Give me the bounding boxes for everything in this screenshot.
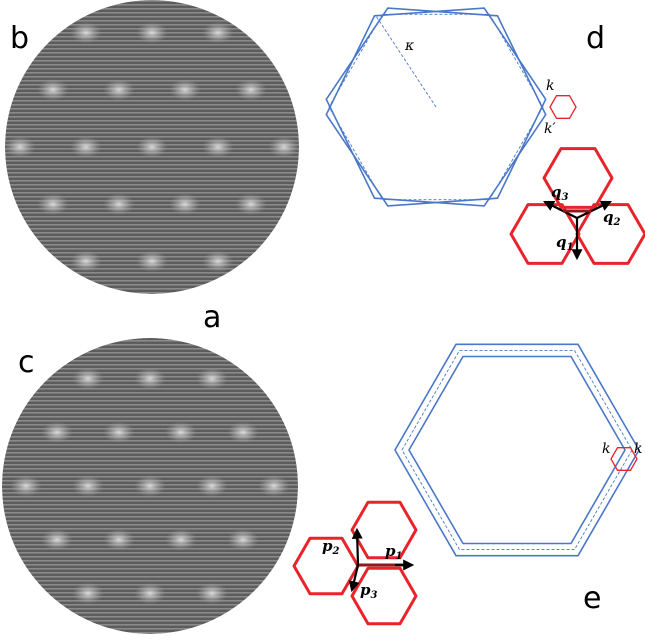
moire-bright-spot [103,193,135,216]
moire-bright-spot [41,528,73,551]
moire-zone-cluster-p: p2 p1 p3 [292,500,418,626]
moire-bright-spot [72,367,104,390]
moire-bright-spot [196,367,228,390]
moire-bright-spot [103,78,135,101]
moire-bright-spot [202,21,234,44]
moire-zone-top [542,147,614,209]
moire-zone-p-left [292,536,360,596]
p3-arrow [348,564,360,593]
twisted-brillouin-zones: κ k k′ [325,7,577,207]
moire-bright-spot [169,193,201,216]
moire-bright-spot [196,582,228,605]
moire-bright-spot [70,21,102,44]
panel-label-b: b [10,21,29,56]
moire-bright-spot [136,21,168,44]
moire-zone-left [509,203,581,265]
moire-bright-spot [202,250,234,273]
p2-arrow [351,527,363,566]
moire-bright-spot [235,193,267,216]
moire-bright-spot [103,528,135,551]
moire-bright-spot [227,528,259,551]
brillouin-zone-layer-1 [325,7,547,207]
moire-bright-spot [165,528,197,551]
q2-label: q2 [603,208,621,228]
panel-label-c: c [18,345,35,380]
q3-arrow [543,201,578,219]
moire-bright-spot [10,475,42,497]
moire-bright-spot [136,250,168,273]
moire-bright-spot [134,475,166,497]
moire-bright-spot [70,250,102,273]
brillouin-zone-outer [394,343,640,557]
panel-label-d: d [586,21,605,56]
q2-arrow [576,200,612,219]
moire-bright-spot [165,421,197,444]
brillouin-zone-middle [401,349,633,551]
q3-label: q3 [551,183,569,203]
moire-zone-p-bottom [350,566,418,626]
moire-bright-spot [169,78,201,101]
panel-label-a: a [203,300,221,335]
k-prime-label-d: k′ [544,121,556,137]
moire-bright-spot [70,136,102,158]
kappa-label: κ [404,38,414,54]
moire-bright-spot [196,475,228,497]
moire-bright-spot [258,475,290,497]
moire-zone-small-e [610,447,638,471]
moire-pattern-c [2,338,298,634]
brillouin-zone-layer-2 [325,7,547,207]
moire-bright-spot [136,136,168,158]
k-label-d: k [546,78,554,94]
moire-bright-spot [37,78,69,101]
moire-bright-spot [202,136,234,158]
moire-bright-spot [134,582,166,605]
p1-label: p1 [385,542,402,562]
moire-bright-spot [5,136,36,158]
p2-label: p2 [322,537,340,557]
kappa-radius-line [375,15,437,108]
moire-bright-spot [41,421,73,444]
moire-zone-small-d [549,95,577,119]
k-left-label-e: k [602,441,610,457]
moire-bright-spot [134,367,166,390]
moire-bright-spot [72,475,104,497]
k-right-label-e: k [634,441,642,457]
brillouin-zone-inner [408,355,626,545]
moire-bright-spot [103,421,135,444]
panel-label-e: e [583,581,601,616]
moire-bright-spot [227,421,259,444]
q1-label: q1 [556,233,573,253]
moire-pattern-b [5,0,299,294]
moire-zone-cluster-q: q3 q2 q1 [509,147,645,265]
moire-bright-spot [268,136,299,158]
p3-label: p3 [360,581,378,601]
moire-bright-spot [235,78,267,101]
brillouin-zone-average [328,13,544,201]
moire-bright-spot [72,582,104,605]
moire-bright-spot [37,193,69,216]
aligned-brillouin-zones: k k [394,343,642,557]
moire-zone-p-top [350,500,418,560]
